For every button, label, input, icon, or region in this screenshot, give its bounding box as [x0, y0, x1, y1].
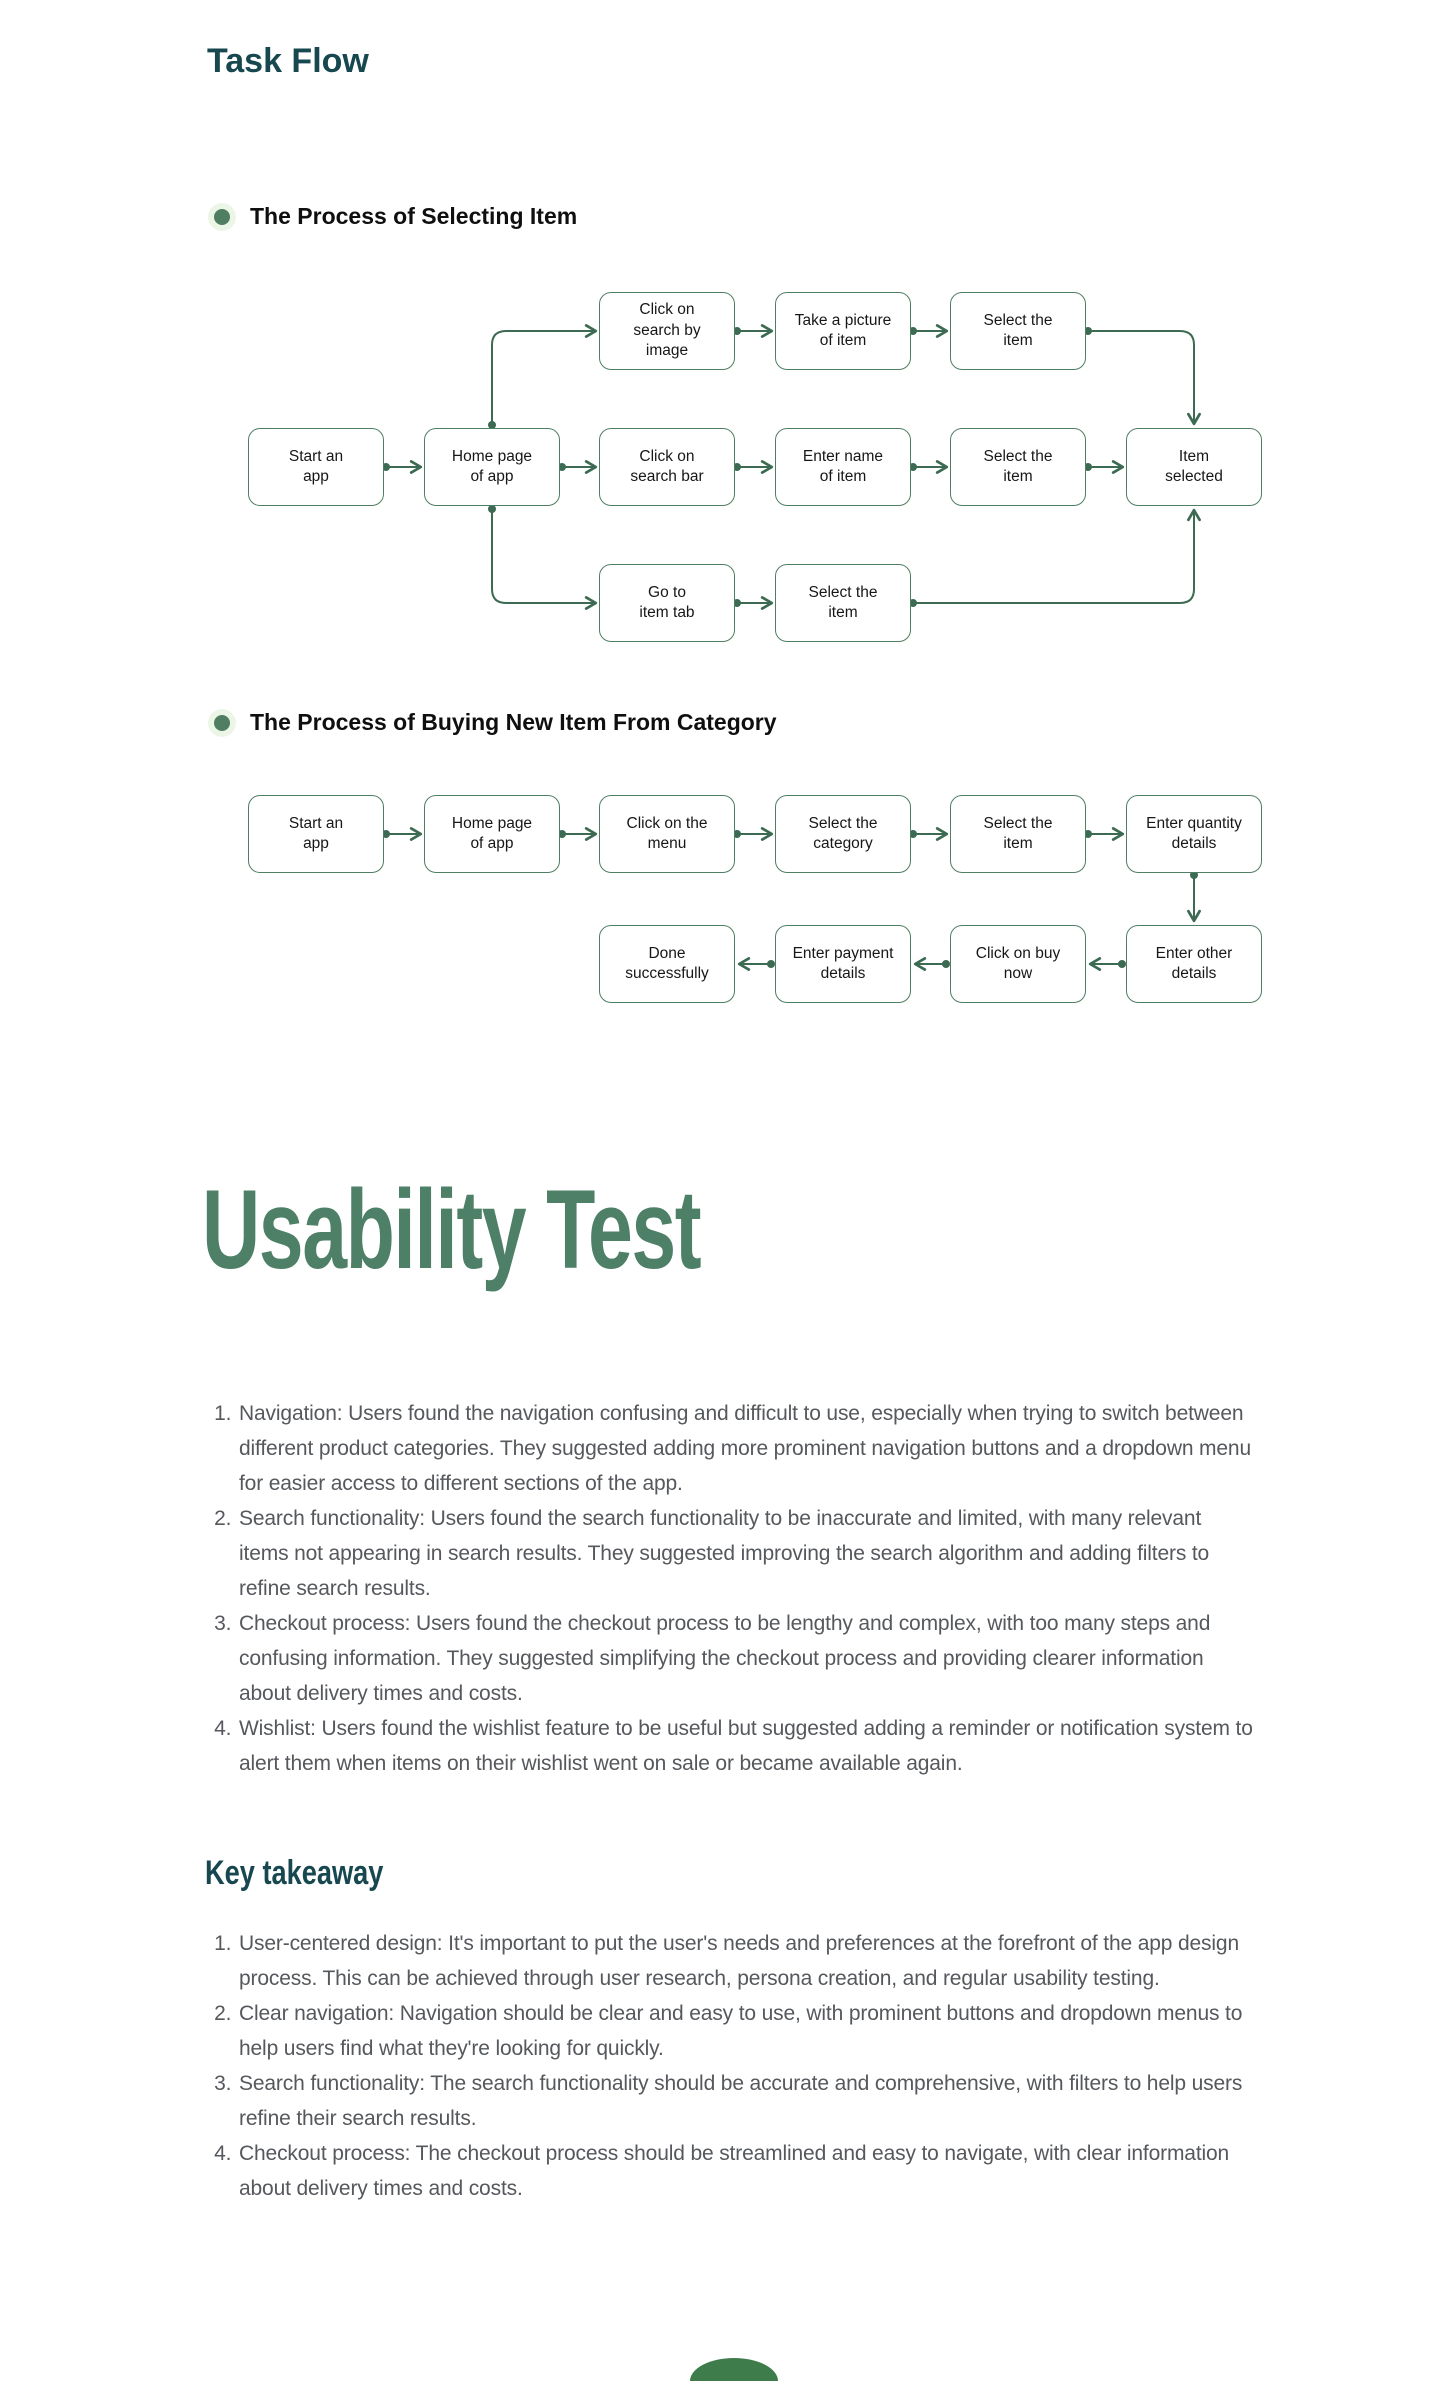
flow-node-search-image: Click on search by image [599, 292, 735, 370]
flow2-node-quantity: Enter quantity details [1126, 795, 1262, 873]
flow-node-start: Start an app [248, 428, 384, 506]
flow-node-select-mid: Select the item [950, 428, 1086, 506]
flow2-node-start: Start an app [248, 795, 384, 873]
takeaway-item: User-centered design: It's important to … [237, 1926, 1253, 1996]
finding-item: Checkout process: Users found the checko… [237, 1606, 1253, 1711]
flow2-title: The Process of Buying New Item From Cate… [250, 709, 777, 735]
finding-item: Navigation: Users found the navigation c… [237, 1396, 1253, 1501]
flow-node-item-tab: Go to item tab [599, 564, 735, 642]
flow-node-select-bottom: Select the item [775, 564, 911, 642]
flow-node-take-picture: Take a picture of item [775, 292, 911, 370]
finding-item: Search functionality: Users found the se… [237, 1501, 1253, 1606]
flow2-node-item: Select the item [950, 795, 1086, 873]
flow2-node-buy-now: Click on buy now [950, 925, 1086, 1003]
flow2-node-payment: Enter payment details [775, 925, 911, 1003]
flow2-node-home: Home page of app [424, 795, 560, 873]
takeaway-list: User-centered design: It's important to … [204, 1926, 1253, 2206]
flow2-node-done: Done successfully [599, 925, 735, 1003]
flow-node-item-selected: Item selected [1126, 428, 1262, 506]
flow-node-search-bar: Click on search bar [599, 428, 735, 506]
bullet-icon [214, 714, 230, 731]
flow-node-select-top: Select the item [950, 292, 1086, 370]
page-title: Task Flow [207, 42, 369, 80]
findings-list: Navigation: Users found the navigation c… [204, 1396, 1253, 1781]
bullet-icon [214, 208, 230, 225]
flow2-node-category: Select the category [775, 795, 911, 873]
takeaway-item: Clear navigation: Navigation should be c… [237, 1996, 1253, 2066]
flow-node-enter-name: Enter name of item [775, 428, 911, 506]
flow2-node-other: Enter other details [1126, 925, 1262, 1003]
finding-item: Wishlist: Users found the wishlist featu… [237, 1711, 1253, 1781]
flow1-title-row: The Process of Selecting Item [214, 203, 577, 231]
flow2-title-row: The Process of Buying New Item From Cate… [214, 709, 777, 737]
flow-node-home: Home page of app [424, 428, 560, 506]
bottom-logo-fragment [690, 2358, 778, 2381]
key-takeaway-heading: Key takeaway [205, 1854, 384, 1892]
takeaway-item: Search functionality: The search functio… [237, 2066, 1253, 2136]
takeaway-item: Checkout process: The checkout process s… [237, 2136, 1253, 2206]
flow2-node-menu: Click on the menu [599, 795, 735, 873]
flow1-title: The Process of Selecting Item [250, 203, 578, 229]
usability-test-title: Usability Test [202, 1167, 702, 1292]
